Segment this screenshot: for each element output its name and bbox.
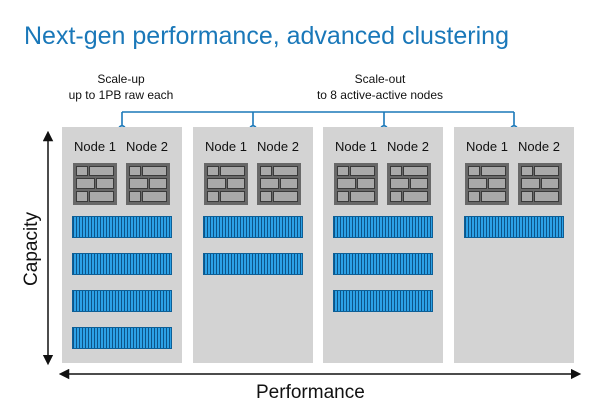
node-module <box>390 191 402 202</box>
node-module <box>481 191 506 202</box>
node-module <box>337 166 349 176</box>
drive-shelf-icon <box>464 216 564 238</box>
drive-shelf-icon <box>72 327 172 349</box>
controller-node-icon <box>334 163 378 205</box>
node-label: Node 1 <box>74 139 116 154</box>
node-module <box>76 191 88 202</box>
scale-up-heading: Scale-up <box>97 72 145 86</box>
node-label: Node 1 <box>205 139 247 154</box>
node-module <box>337 178 356 189</box>
node-module <box>390 178 409 189</box>
controller-node-icon <box>126 163 170 205</box>
node-module <box>534 166 559 176</box>
node-module <box>89 191 114 202</box>
node-module <box>207 191 219 202</box>
node-module <box>521 178 540 189</box>
node-module <box>273 166 298 176</box>
page-title: Next-gen performance, advanced clusterin… <box>24 22 509 50</box>
drive-shelf-icon <box>333 216 433 238</box>
drive-shelf-icon <box>203 253 303 275</box>
capacity-axis-label: Capacity <box>21 212 42 286</box>
node-module <box>337 191 349 202</box>
node-module <box>541 178 559 189</box>
controller-node-icon <box>387 163 431 205</box>
controller-node-icon <box>73 163 117 205</box>
node-label: Node 2 <box>257 139 299 154</box>
node-module <box>468 191 480 202</box>
scale-up-detail: up to 1PB raw each <box>68 88 174 102</box>
node-module <box>227 178 245 189</box>
controller-node-icon <box>465 163 509 205</box>
node-module <box>260 191 272 202</box>
scale-out-detail: to 8 active-active nodes <box>316 88 444 102</box>
cluster-2: Node 1 Node 2 <box>193 127 313 363</box>
node-module <box>280 178 298 189</box>
node-module <box>481 166 506 176</box>
scale-out-callout: Scale-out to 8 active-active nodes <box>300 71 460 103</box>
node-label: Node 2 <box>387 139 429 154</box>
node-module <box>403 191 428 202</box>
node-module <box>403 166 428 176</box>
node-module <box>521 191 533 202</box>
node-module <box>534 191 559 202</box>
node-label: Node 1 <box>335 139 377 154</box>
node-label: Node 2 <box>518 139 560 154</box>
node-module <box>410 178 428 189</box>
drive-shelf-icon <box>333 290 433 312</box>
node-module <box>129 166 141 176</box>
node-module <box>129 191 141 202</box>
scale-out-heading: Scale-out <box>354 72 406 86</box>
node-label: Node 2 <box>126 139 168 154</box>
node-module <box>521 166 533 176</box>
controller-node-icon <box>518 163 562 205</box>
node-module <box>220 166 245 176</box>
node-module <box>207 178 226 189</box>
drive-shelf-icon <box>72 253 172 275</box>
performance-axis-label: Performance <box>256 382 365 403</box>
node-module <box>149 178 167 189</box>
cluster-1: Node 1 Node 2 <box>62 127 182 363</box>
node-label: Node 1 <box>466 139 508 154</box>
node-module <box>357 178 375 189</box>
scale-up-callout: Scale-up up to 1PB raw each <box>46 71 196 103</box>
drive-shelf-icon <box>72 216 172 238</box>
node-module <box>260 178 279 189</box>
scale-out-bracket <box>121 111 515 127</box>
node-module <box>260 166 272 176</box>
node-module <box>129 178 148 189</box>
node-module <box>89 166 114 176</box>
node-module <box>390 166 402 176</box>
controller-node-icon <box>257 163 301 205</box>
node-module <box>142 191 167 202</box>
node-module <box>142 166 167 176</box>
node-module <box>220 191 245 202</box>
drive-shelf-icon <box>203 216 303 238</box>
node-module <box>468 178 487 189</box>
drive-shelf-icon <box>72 290 172 312</box>
node-module <box>76 178 95 189</box>
cluster-3: Node 1 Node 2 <box>323 127 443 363</box>
node-module <box>468 166 480 176</box>
node-module <box>96 178 114 189</box>
node-module <box>76 166 88 176</box>
node-module <box>488 178 506 189</box>
node-module <box>207 166 219 176</box>
controller-node-icon <box>204 163 248 205</box>
node-module <box>350 166 375 176</box>
cluster-4: Node 1 Node 2 <box>454 127 574 363</box>
drive-shelf-icon <box>333 253 433 275</box>
node-module <box>350 191 375 202</box>
node-module <box>273 191 298 202</box>
